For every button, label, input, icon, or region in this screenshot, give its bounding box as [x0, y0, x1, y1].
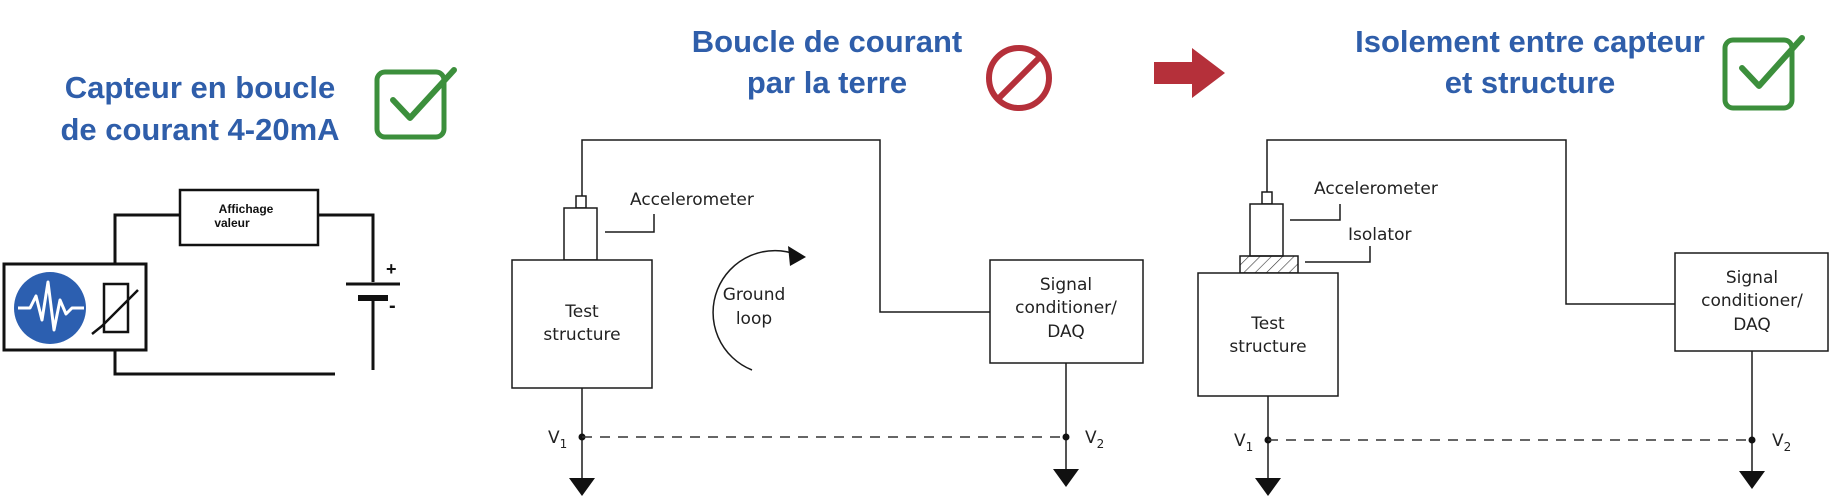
signal-wire	[581, 139, 990, 313]
thermistor-icon	[91, 282, 139, 335]
checkmark-icon	[1722, 35, 1805, 111]
battery-icon	[346, 282, 400, 301]
test-structure	[511, 259, 653, 389]
middle-title-line1: Boucle de courant	[692, 24, 962, 59]
forbidden-icon	[986, 45, 1052, 111]
signal-conditioner-daq	[1674, 252, 1829, 352]
accelerometer-label: Accelerometer	[630, 190, 754, 210]
accelerometer	[563, 207, 598, 261]
right-arrow-icon	[1154, 48, 1225, 98]
battery-minus-label: -	[389, 295, 396, 317]
isolator-label: Isolator	[1348, 225, 1411, 245]
accelerometer	[1249, 203, 1284, 257]
panel-right: Isolement entre capteur et structure Acc…	[1197, 24, 1829, 496]
left-title-line1: Capteur en boucle	[65, 70, 335, 105]
daq-label-line1: Signal	[1040, 275, 1092, 295]
right-title-line2: et structure	[1445, 65, 1616, 100]
daq-label-line2: conditioner/	[1701, 291, 1803, 311]
node-v2	[1062, 433, 1070, 441]
checkmark-icon	[374, 67, 457, 140]
display-label-line1: Affichage	[219, 202, 274, 216]
v1-label: V1	[1234, 431, 1253, 454]
test-structure-label-line2: structure	[543, 325, 620, 345]
ground-loop-arrow-icon	[712, 246, 806, 371]
daq-label-line2: conditioner/	[1015, 298, 1117, 318]
sensor-wave-icon	[14, 272, 86, 344]
daq-label-line3: DAQ	[1733, 315, 1771, 335]
display-label-line2: valeur	[214, 216, 250, 230]
wire-display-to-battery	[318, 213, 375, 282]
isolator	[1239, 255, 1299, 274]
signal-wire	[1266, 139, 1675, 305]
ground-icon	[1255, 478, 1281, 496]
test-structure	[1197, 272, 1339, 397]
left-title-line2: de courant 4-20mA	[60, 112, 339, 147]
battery-plus-label: +	[386, 259, 397, 279]
wire-return	[113, 350, 335, 376]
panel-middle: Boucle de courant par la terre Accelerom…	[511, 24, 1144, 496]
test-structure-label-line1: Test	[1250, 314, 1285, 334]
isolator-leader	[1305, 246, 1371, 263]
accelerometer-connector	[1261, 191, 1273, 205]
daq-label-line3: DAQ	[1047, 322, 1085, 342]
display-box	[178, 188, 320, 247]
v1-label: V1	[548, 428, 567, 451]
ground-icon	[569, 478, 595, 496]
v2-label: V2	[1772, 431, 1791, 454]
test-structure-label-line2: structure	[1229, 337, 1306, 357]
ground-loop-label-line2: loop	[736, 309, 772, 329]
wire-sensor-to-display	[113, 213, 180, 264]
current-loop-circuit: Affichage valeur + -	[2, 188, 400, 376]
v2-label: V2	[1085, 428, 1104, 451]
accelerometer-leader	[1290, 204, 1341, 221]
ground-icon	[1053, 469, 1079, 487]
accelerometer-connector	[575, 195, 587, 209]
test-structure-label-line1: Test	[564, 302, 599, 322]
panel-left: Capteur en boucle de courant 4-20mA Affi…	[2, 67, 457, 376]
middle-title-line2: par la terre	[747, 65, 907, 100]
ground-loop-label-line1: Ground	[723, 285, 786, 305]
ground-icon	[1739, 471, 1765, 489]
right-title-line1: Isolement entre capteur	[1355, 24, 1705, 59]
node-v2	[1748, 436, 1756, 444]
accelerometer-label: Accelerometer	[1314, 179, 1438, 199]
accelerometer-leader	[605, 214, 655, 233]
daq-label-line1: Signal	[1726, 268, 1778, 288]
